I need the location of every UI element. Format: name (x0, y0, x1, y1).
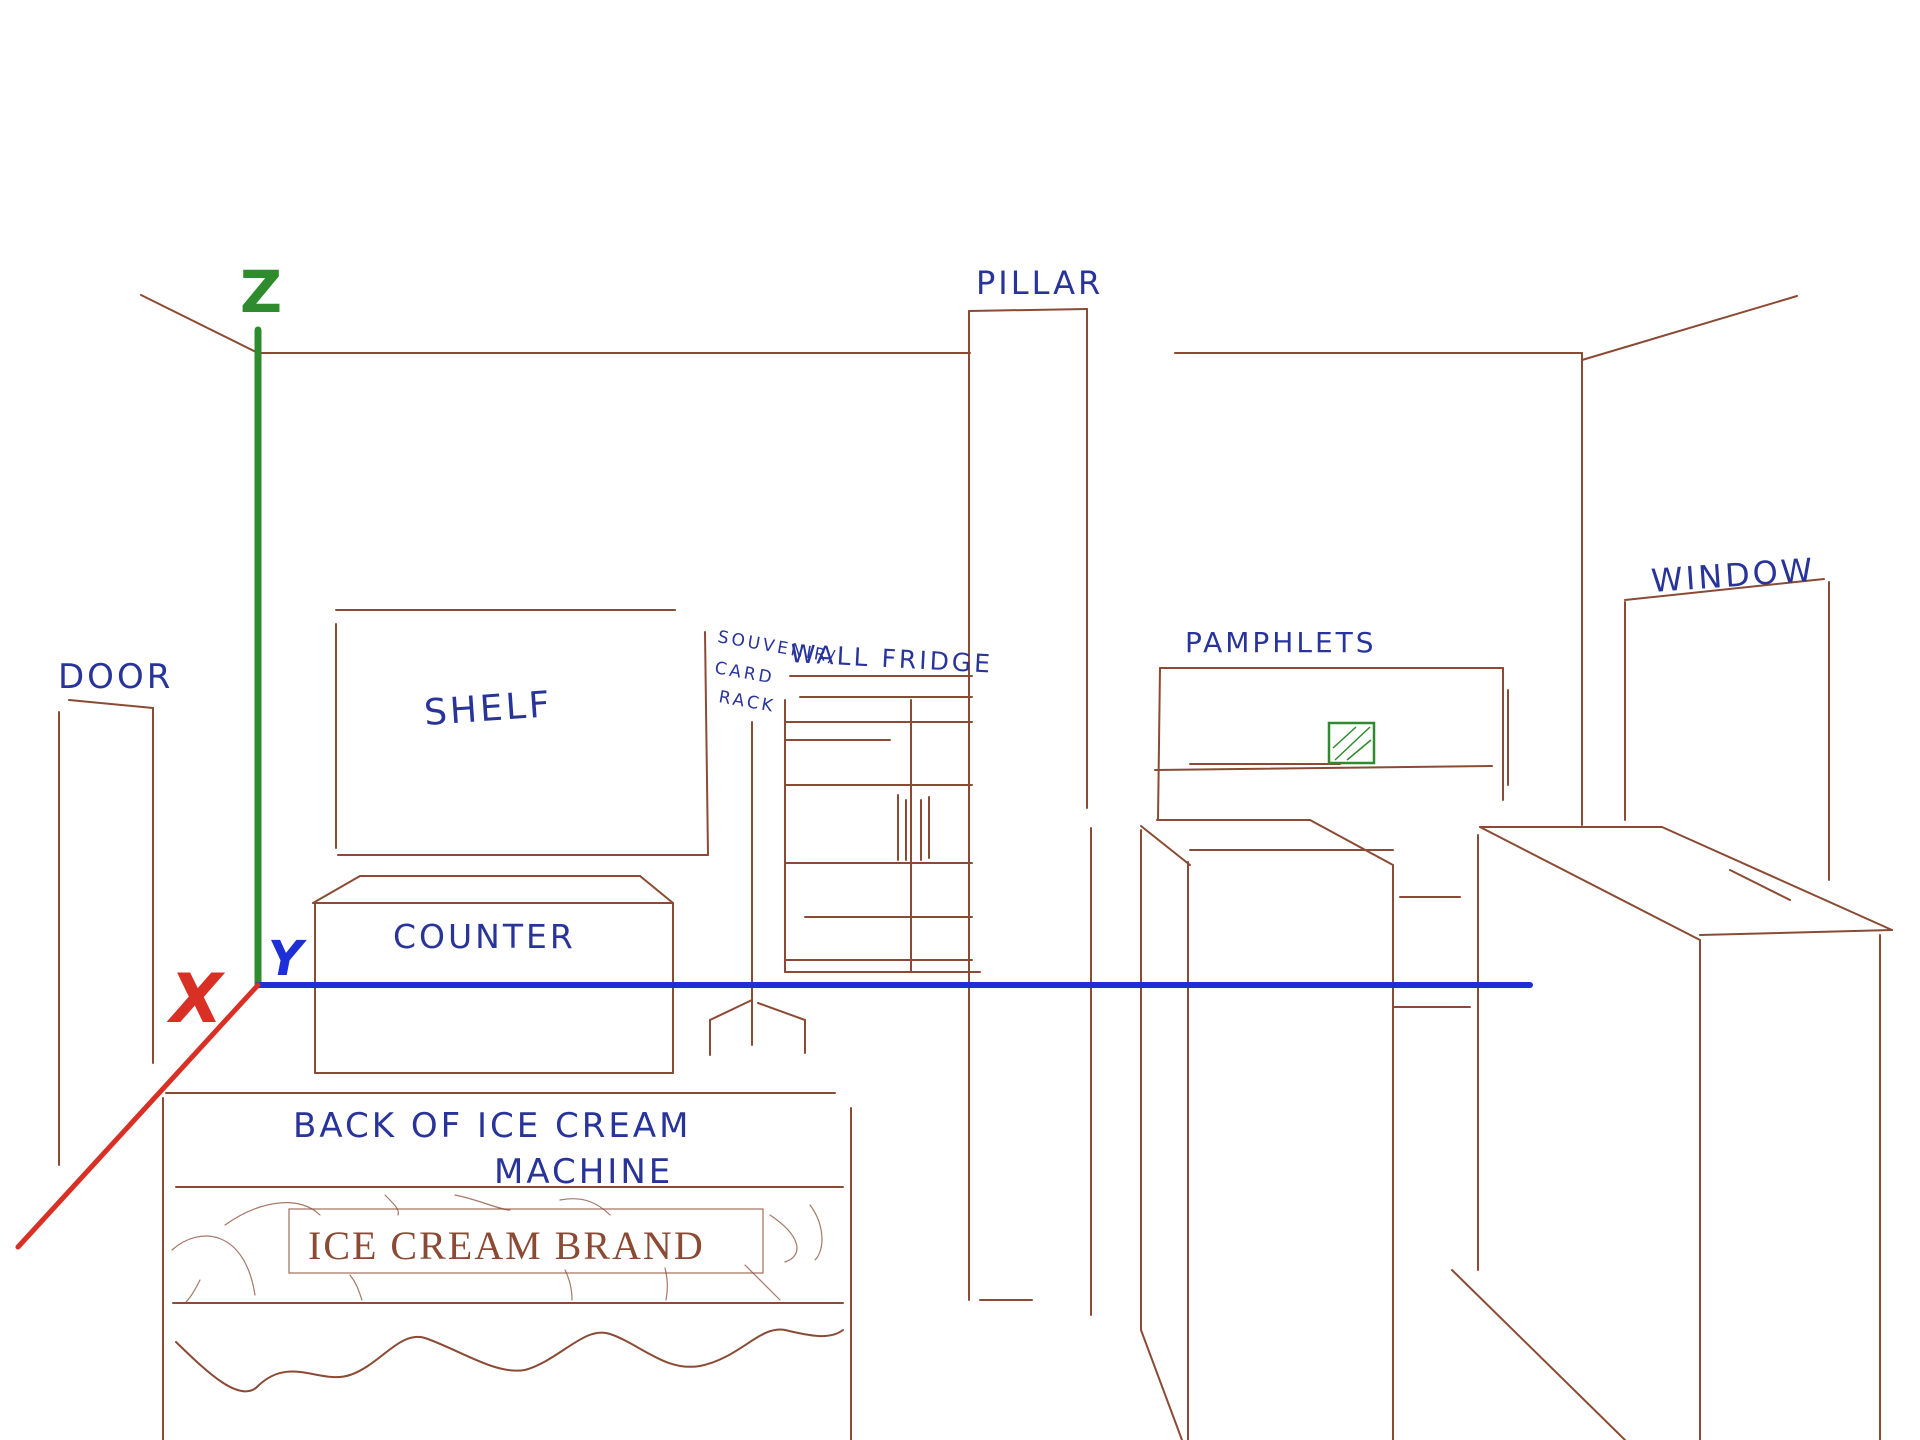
cabinet-right-base (1452, 1270, 1625, 1440)
cabinet-right-diag (1730, 870, 1790, 900)
shelf-right (705, 632, 708, 855)
window-label: WINDOW (1650, 551, 1817, 600)
pillar-label: PILLAR (976, 264, 1103, 302)
shelf (336, 610, 708, 855)
pamphlet-shelf-mid (1155, 766, 1492, 770)
machine-label-line-1: BACK OF ICE CREAM (293, 1106, 691, 1146)
cabinet-left-base (1141, 1330, 1182, 1440)
machine-label-line-2: MACHINE (494, 1152, 673, 1192)
counter (313, 876, 673, 1073)
ceiling-right-diagonal (1582, 296, 1797, 360)
pamphlets-label: PAMPHLETS (1185, 626, 1377, 659)
rack-leg-right (758, 1003, 805, 1053)
counter-top-right (640, 876, 673, 903)
coordinate-axes (18, 330, 1530, 1247)
z-axis-label: Z (240, 258, 282, 326)
x-axis-label: X (166, 960, 226, 1039)
counter-label: COUNTER (393, 917, 576, 956)
object-labels: PILLAR DOOR SHELF SOUVENIR/ CARD RACK WA… (58, 264, 1817, 1268)
souvenir-label-line-2: CARD (713, 658, 776, 688)
pillar (969, 309, 1091, 1315)
near-cabinet-right (1452, 827, 1892, 1440)
cabinet-right-top-right (1662, 827, 1892, 930)
counter-top-left (313, 876, 360, 903)
door (59, 700, 153, 1165)
pamphlet-shelf-left (1158, 668, 1160, 820)
door-top-edge (69, 700, 153, 708)
cabinet-right-top-left (1480, 827, 1700, 940)
window (1625, 579, 1829, 880)
cabinet-right-top-front (1700, 930, 1892, 935)
cabinet-left-top-right (1310, 820, 1393, 865)
wall-fridge-label: WALL FRIDGE (790, 639, 994, 679)
brand-label: ICE CREAM BRAND (308, 1223, 705, 1268)
pamphlet-box-hatch (1333, 727, 1371, 760)
souvenir-card-rack (710, 722, 805, 1055)
cabinet-left-top-left (1141, 826, 1190, 865)
near-cabinet-left (1141, 820, 1393, 1440)
rack-leg-left (710, 1000, 752, 1055)
shelf-label: SHELF (423, 684, 554, 734)
pillar-top (969, 309, 1087, 311)
door-label: DOOR (58, 657, 173, 697)
wall-fridge (785, 676, 980, 972)
machine-wave (176, 1329, 843, 1391)
souvenir-label-line-3: RACK (717, 687, 777, 717)
pamphlet-shelf (1155, 668, 1508, 1007)
y-axis-label: Y (268, 931, 307, 987)
